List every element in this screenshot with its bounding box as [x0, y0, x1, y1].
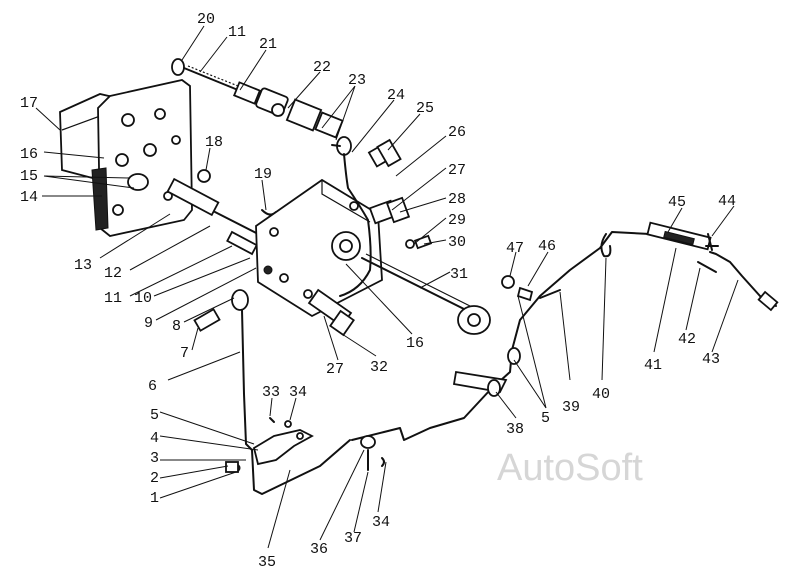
callout-3: 3 [150, 450, 159, 467]
callout-labels: 20 11 21 22 23 24 25 17 18 26 16 15 19 2… [20, 11, 736, 571]
shaft-31 [361, 253, 491, 335]
callout-21: 21 [259, 36, 277, 53]
callout-25: 25 [416, 100, 434, 117]
control-rod-assembly [171, 58, 352, 156]
callout-13: 13 [74, 257, 92, 274]
callout-34: 34 [289, 384, 307, 401]
parts-artwork [59, 58, 779, 495]
callout-26: 26 [448, 124, 466, 141]
watermark: AutoSoft [497, 447, 643, 489]
callout-45: 45 [668, 194, 686, 211]
fitting-8 [231, 289, 249, 311]
callout-23: 23 [348, 72, 366, 89]
callout-9: 9 [144, 315, 153, 332]
callout-17: 17 [20, 95, 38, 112]
callout-47: 47 [506, 240, 524, 257]
callout-43: 43 [702, 351, 720, 368]
leader-lines [35, 25, 739, 549]
callout-2: 2 [150, 470, 159, 487]
bolt-33 [269, 417, 275, 423]
callout-7: 7 [180, 345, 189, 362]
callout-1: 1 [150, 490, 159, 507]
callout-44: 44 [718, 193, 736, 210]
bolt-28 [368, 196, 411, 225]
callout-33: 33 [262, 384, 280, 401]
callout-11: 11 [228, 24, 246, 41]
callout-38: 38 [506, 421, 524, 438]
callout-20: 20 [197, 11, 215, 28]
callout-37: 37 [344, 530, 362, 547]
pipe-24 [339, 153, 372, 297]
nut-34 [284, 420, 292, 428]
screw-7 [193, 308, 221, 332]
callout-11b: 11 [104, 290, 122, 307]
pipe-39 [539, 289, 561, 299]
callout-32: 32 [370, 359, 388, 376]
callout-24: 24 [387, 87, 405, 104]
screw-30 [413, 234, 433, 250]
pipe-38 [351, 231, 651, 441]
callout-30: 30 [448, 234, 466, 251]
bracket-4-5 [225, 429, 314, 473]
callout-16b: 16 [406, 335, 424, 352]
callout-12: 12 [104, 265, 122, 282]
callout-5: 5 [150, 407, 159, 424]
callout-4: 4 [150, 430, 159, 447]
callout-22: 22 [313, 59, 331, 76]
callout-28: 28 [448, 191, 466, 208]
shaft-assembly [166, 177, 263, 256]
callout-27b: 27 [326, 361, 344, 378]
callout-15: 15 [20, 168, 38, 185]
callout-14: 14 [20, 189, 38, 206]
pump-housing [59, 79, 193, 237]
pin-42 [697, 261, 717, 273]
callout-6: 6 [148, 378, 157, 395]
callout-29: 29 [448, 212, 466, 229]
pipe-6 [241, 309, 351, 495]
valve-block [255, 178, 383, 318]
clip-40 [600, 233, 612, 258]
callout-8: 8 [172, 318, 181, 335]
callout-19: 19 [254, 166, 272, 183]
callout-42: 42 [678, 331, 696, 348]
washer-47 [501, 275, 515, 289]
callout-41: 41 [644, 357, 662, 374]
callout-34b: 34 [372, 514, 390, 531]
callout-35: 35 [258, 554, 276, 571]
callout-5b: 5 [541, 410, 550, 427]
clamp-36 [360, 435, 385, 471]
washer-29 [405, 239, 415, 249]
callout-27: 27 [448, 162, 466, 179]
washer-18 [197, 169, 211, 183]
callout-39: 39 [562, 399, 580, 416]
callout-46: 46 [538, 238, 556, 255]
bolt-25 [367, 138, 402, 168]
hose-41-45 [646, 221, 779, 312]
callout-36: 36 [310, 541, 328, 558]
callout-16: 16 [20, 146, 38, 163]
callout-40: 40 [592, 386, 610, 403]
bolt-32 [307, 288, 355, 337]
callout-10: 10 [134, 290, 152, 307]
callout-18: 18 [205, 134, 223, 151]
callout-31: 31 [450, 266, 468, 283]
fitting-46 [516, 286, 534, 302]
